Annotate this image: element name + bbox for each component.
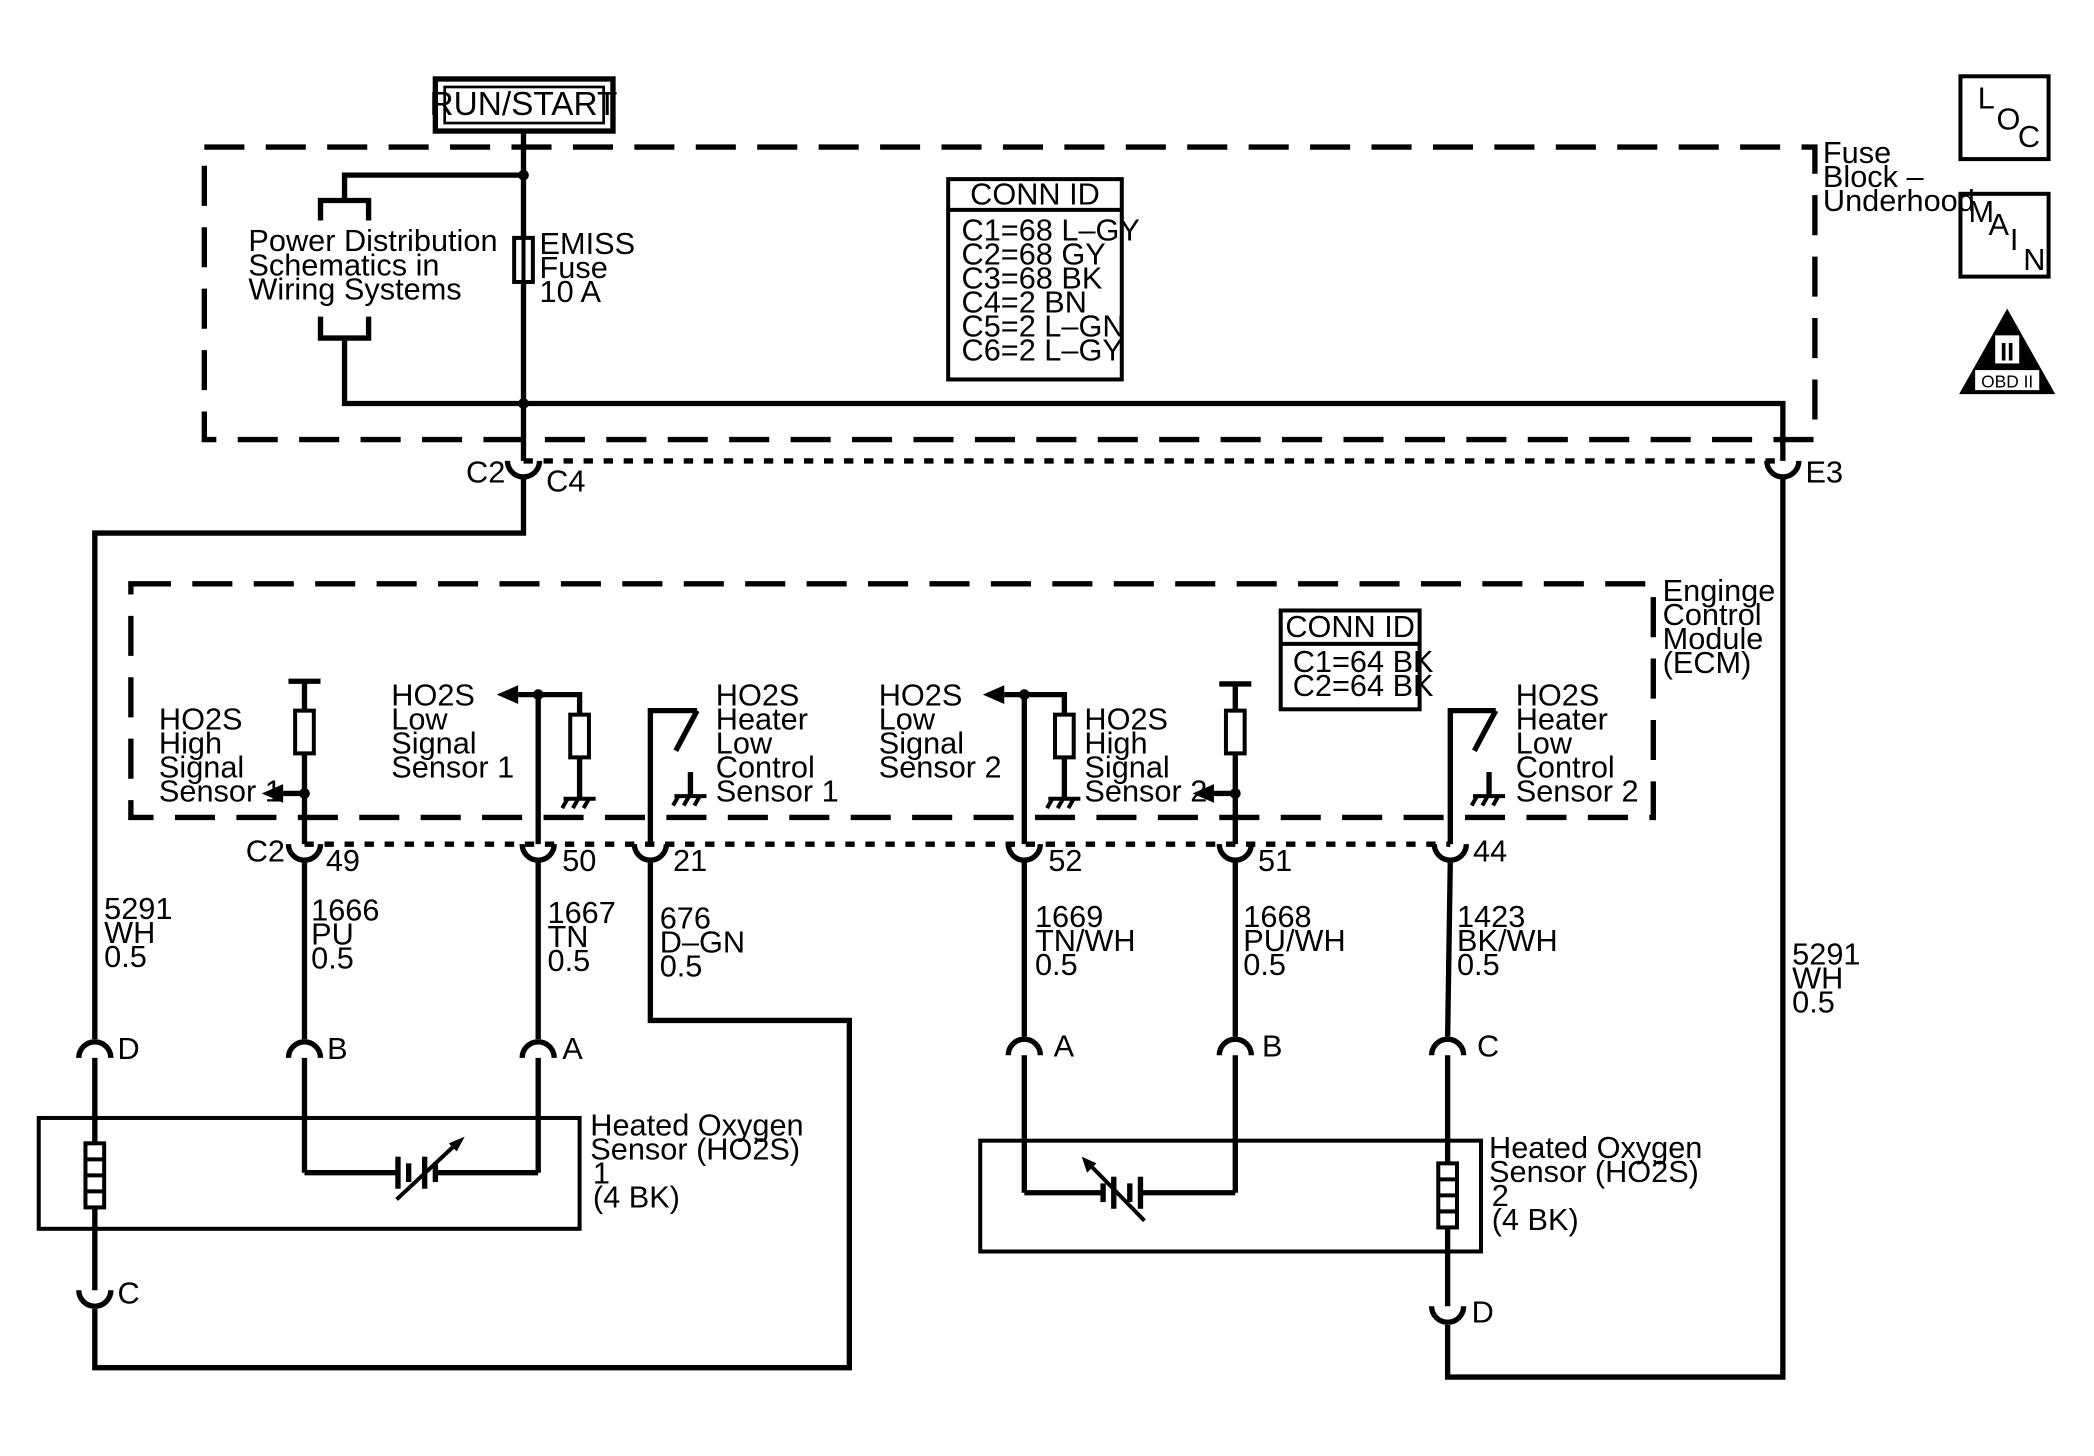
pin-label: 44	[1473, 834, 1507, 869]
sensor-2-name: Heated Oxygen Sensor (HO2S) 2 (4 BK)	[1489, 1130, 1711, 1237]
svg-text:L: L	[1978, 80, 1995, 115]
ecm-outline	[128, 581, 1656, 821]
conn-id-title: CONN ID	[970, 176, 1100, 211]
circuit-label: HO2S High Signal Sensor 2	[1084, 701, 1207, 808]
sensor-1-name: Heated Oxygen Sensor (HO2S) 1 (4 BK)	[590, 1107, 812, 1214]
svg-text:A: A	[1988, 207, 2009, 242]
sensor-1-cell-icon	[304, 1136, 539, 1201]
svg-text:I: I	[2010, 222, 2019, 257]
connector-e3-label: E3	[1806, 454, 1844, 489]
pin-label: C	[118, 1276, 140, 1311]
ecm-name: Enginge Control Module (ECM)	[1663, 573, 1784, 680]
power-distribution-reference: Power Distribution Schematics in Wiring …	[248, 223, 506, 306]
wire-label-5291-right: 5291 WH 0.5	[1792, 936, 1869, 1019]
ecm-conn-id-list: C1=64 BK C2=64 BK	[1293, 644, 1442, 703]
pin-label: 49	[326, 843, 360, 878]
pin-label: 50	[562, 843, 596, 878]
pin-label: A	[562, 1031, 583, 1066]
pin-label: D	[118, 1031, 140, 1066]
sensor-1-body	[36, 1115, 582, 1231]
pin-label: A	[1054, 1029, 1075, 1064]
fuse-block-name: Fuse Block – Underhood	[1823, 135, 1975, 218]
ecm-conn-id-title: CONN ID	[1285, 609, 1415, 644]
sensor-2-heater-icon	[1436, 1161, 1459, 1230]
wire-label-5291-left: 5291 WH 0.5	[104, 891, 181, 974]
wire-label-1666: 1666 PU 0.5	[311, 892, 388, 975]
sensor-2-body	[978, 1138, 1484, 1254]
conn-id-list: C1=68 L–GY C2=68 GY C3=68 BK C4=2 BN C5=…	[962, 213, 1149, 368]
sensor-1-connectors: D B A C	[76, 1031, 583, 1311]
pin-label: C	[1477, 1029, 1499, 1064]
ecm-connector-c2-label: C2	[246, 834, 285, 869]
ecm-circuit-low-signal-s2: HO2S Low Signal Sensor 2 52	[879, 677, 1083, 878]
ecm-circuit-low-signal-s1: HO2S Low Signal Sensor 1 50	[391, 677, 596, 878]
power-mode-label: RUN/START	[430, 86, 618, 123]
connector-c2-label: C2	[466, 454, 505, 489]
svg-text:M: M	[1968, 194, 1994, 229]
obd-ii-icon: II OBD II	[1959, 308, 2056, 395]
svg-text:C: C	[2018, 119, 2040, 154]
circuit-label: HO2S Low Signal Sensor 1	[391, 677, 514, 784]
main-icon: M A I N	[1958, 191, 2051, 279]
ecm-conn-id-table: CONN ID C1=64 BK C2=64 BK	[1278, 608, 1442, 712]
sensor-2-connectors: A B C D	[1005, 1029, 1499, 1329]
pin-label: 52	[1048, 843, 1082, 878]
circuit-label: HO2S High Signal Sensor 1	[159, 701, 282, 808]
circuit-label: HO2S Low Signal Sensor 2	[879, 677, 1002, 784]
pin-label: 21	[673, 843, 707, 878]
loc-icon: L O C	[1958, 74, 2051, 162]
emiss-fuse-label: EMISS Fuse 10 A	[540, 226, 644, 309]
wire-label-1668: 1668 PU/WH 0.5	[1243, 899, 1354, 982]
svg-text:II: II	[2000, 339, 2014, 367]
pin-label: B	[1262, 1029, 1282, 1064]
connector-c4-label: C4	[546, 464, 585, 499]
fuse-block-outline	[201, 144, 1818, 443]
sensor-1-heater-icon	[83, 1141, 107, 1210]
pin-label: D	[1472, 1294, 1494, 1329]
ecm-circuit-heater-control-s1: HO2S Heater Low Control Sensor 1 21	[631, 677, 839, 878]
ecm-circuit-high-signal-s1: HO2S High Signal Sensor 1 49	[159, 678, 360, 878]
fuse-block-conn-id-table: CONN ID C1=68 L–GY C2=68 GY C3=68 BK C4=…	[946, 176, 1149, 382]
circuit-label: HO2S Heater Low Control Sensor 1	[716, 677, 839, 808]
ecm-circuit-heater-control-s2: HO2S Heater Low Control Sensor 2 44	[1431, 677, 1639, 869]
circuit-label: HO2S Heater Low Control Sensor 2	[1516, 677, 1639, 808]
wire-label-1667: 1667 TN 0.5	[548, 895, 625, 978]
svg-text:N: N	[2023, 242, 2045, 277]
wire-label-1669: 1669 TN/WH 0.5	[1035, 899, 1144, 982]
pin-label: 51	[1258, 843, 1292, 878]
pin-label: B	[327, 1031, 347, 1066]
wire-label-1423: 1423 BK/WH 0.5	[1457, 899, 1566, 982]
ecm-circuit-high-signal-s2: HO2S High Signal Sensor 2 51	[1084, 681, 1292, 878]
svg-text:O: O	[1997, 102, 2021, 137]
sensor-2-cell-icon	[1024, 1156, 1236, 1223]
wire-label-676: 676 D–GN 0.5	[660, 900, 754, 983]
svg-text:OBD II: OBD II	[1981, 371, 2033, 391]
